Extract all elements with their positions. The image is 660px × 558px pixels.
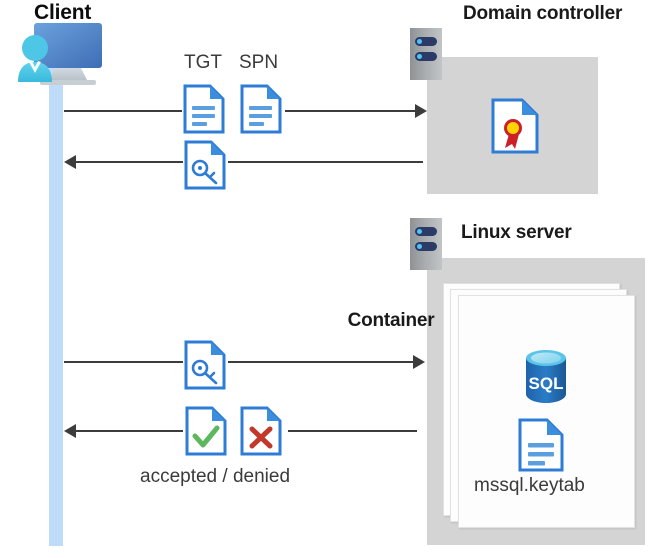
container-card-front (458, 295, 635, 528)
keytab-document-icon (518, 418, 564, 472)
message-arrow-2-head (64, 155, 76, 169)
linux-server-title: Linux server (461, 222, 572, 243)
message-line-1-right (285, 110, 417, 112)
message-line-4-left (76, 430, 183, 432)
message-arrow-3-head (413, 355, 425, 369)
keytab-filename-label: mssql.keytab (474, 475, 585, 496)
denied-cross-document-icon (240, 406, 282, 456)
message-line-3-left (64, 361, 183, 363)
user-computer-icon (18, 23, 102, 85)
sql-database-icon: SQL (526, 350, 566, 403)
ticket-key-document-icon (184, 140, 226, 190)
tgt-label: TGT (184, 52, 222, 73)
client-lifeline (49, 60, 63, 546)
message-line-1-left (64, 110, 182, 112)
spn-document-icon (240, 84, 282, 134)
sql-badge-text: SQL (529, 374, 564, 393)
accepted-denied-label: accepted / denied (140, 466, 291, 487)
container-title: Container (347, 310, 435, 331)
message-arrow-1-head (415, 104, 427, 118)
message-arrow-4-head (64, 424, 76, 438)
domain-controller-title: Domain controller (463, 3, 623, 24)
message-line-3-right (228, 361, 414, 363)
tgt-document-icon (183, 84, 225, 134)
certificate-document-icon (491, 98, 539, 154)
spn-label: SPN (239, 52, 279, 73)
ticket-key-document-icon-2 (184, 340, 226, 390)
accepted-check-document-icon (185, 406, 227, 456)
message-line-4-right (288, 430, 417, 432)
message-line-2-right (228, 161, 423, 163)
client-title: Client (34, 1, 92, 24)
server-rack-icon-domain-controller (410, 28, 442, 80)
server-rack-icon-linux-server (410, 218, 442, 270)
message-line-2-left (76, 161, 183, 163)
